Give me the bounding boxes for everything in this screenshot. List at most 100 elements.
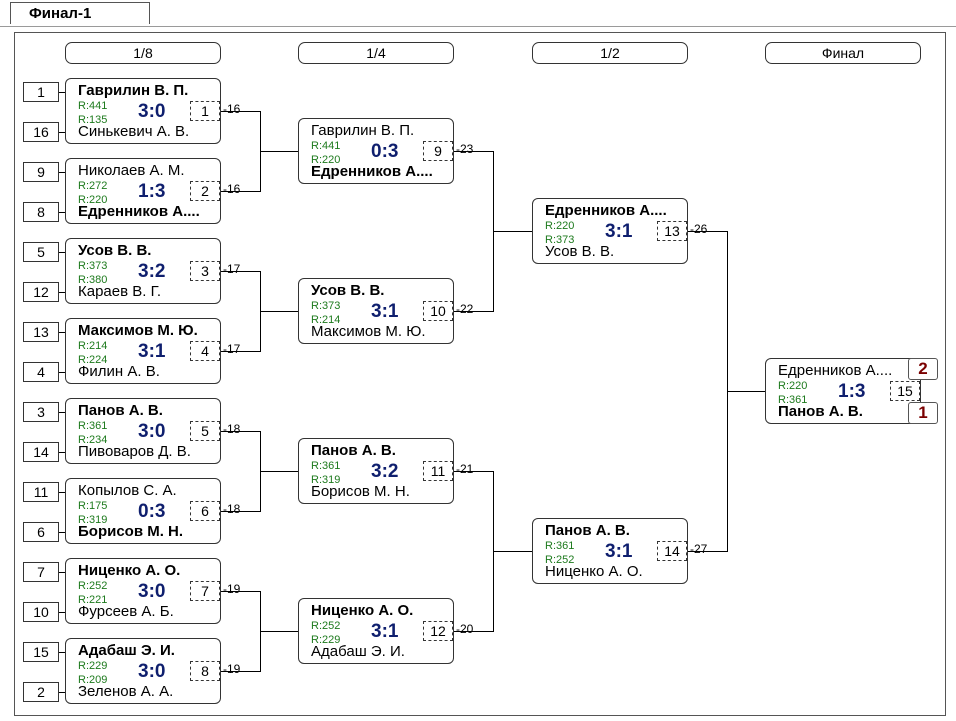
connector-line <box>221 511 260 512</box>
match-number[interactable]: 1 <box>190 101 220 121</box>
match-number[interactable]: 15 <box>890 381 920 401</box>
connector-line <box>688 551 727 552</box>
match-score: 3:0 <box>138 581 166 602</box>
player-bottom-name: Адабаш Э. И. <box>311 643 405 660</box>
connector-line <box>259 311 298 312</box>
connector-line <box>454 471 493 472</box>
match-score: 3:1 <box>605 541 633 562</box>
connector-line <box>454 311 493 312</box>
tab-final-1[interactable]: Финал-1 <box>10 2 150 24</box>
match-number[interactable]: 2 <box>190 181 220 201</box>
player-bottom-name: Пивоваров Д. В. <box>78 443 191 460</box>
seed-number: 10 <box>23 602 59 622</box>
loser-next-match: -16 <box>223 102 241 116</box>
loser-next-match: -18 <box>223 502 241 516</box>
match-score: 0:3 <box>371 141 399 162</box>
player-top-rating: R:361 <box>545 540 575 552</box>
loser-next-match: -17 <box>223 342 241 356</box>
loser-next-match: -22 <box>456 302 474 316</box>
connector-line <box>59 412 65 413</box>
player-bottom-rating: R:220 <box>78 194 108 206</box>
connector-line <box>59 372 65 373</box>
player-top-name: Ниценко А. О. <box>311 602 414 619</box>
match-score: 3:1 <box>138 341 166 362</box>
player-bottom-rating: R:214 <box>311 314 341 326</box>
match-number[interactable]: 11 <box>423 461 453 481</box>
connector-line <box>259 471 298 472</box>
loser-next-match: -26 <box>690 222 708 236</box>
player-top-rating: R:220 <box>778 380 808 392</box>
match-number[interactable]: 5 <box>190 421 220 441</box>
player-top-rating: R:373 <box>78 260 108 272</box>
player-bottom-name: Едренников А.... <box>311 163 433 180</box>
loser-next-match: -18 <box>223 422 241 436</box>
seed-number: 5 <box>23 242 59 262</box>
player-top-rating: R:361 <box>311 460 341 472</box>
connector-line <box>221 671 260 672</box>
connector-line <box>221 111 260 112</box>
connector-line <box>59 452 65 453</box>
connector-line <box>59 692 65 693</box>
player-bottom-name: Фурсеев А. Б. <box>78 603 174 620</box>
loser-next-match: -19 <box>223 582 241 596</box>
player-bottom-rating: R:380 <box>78 274 108 286</box>
player-top-rating: R:214 <box>78 340 108 352</box>
loser-next-match: -27 <box>690 542 708 556</box>
connector-line <box>221 351 260 352</box>
player-top-name: Ниценко А. О. <box>78 562 181 579</box>
match-number[interactable]: 8 <box>190 661 220 681</box>
player-bottom-name: Борисов М. Н. <box>311 483 410 500</box>
player-top-rating: R:441 <box>311 140 341 152</box>
player-bottom-name: Борисов М. Н. <box>78 523 184 540</box>
loser-next-match: -16 <box>223 182 241 196</box>
connector-line <box>59 132 65 133</box>
match-number[interactable]: 7 <box>190 581 220 601</box>
match-number[interactable]: 6 <box>190 501 220 521</box>
match-number[interactable]: 13 <box>657 221 687 241</box>
seed-number: 13 <box>23 322 59 342</box>
player-bottom-rating: R:234 <box>78 434 108 446</box>
match-number[interactable]: 9 <box>423 141 453 161</box>
match-number[interactable]: 4 <box>190 341 220 361</box>
connector-line <box>221 191 260 192</box>
player-bottom-name: Караев В. Г. <box>78 283 162 300</box>
connector-line <box>221 271 260 272</box>
connector-line <box>59 532 65 533</box>
player-bottom-rating: R:361 <box>778 394 808 406</box>
player-top-name: Панов А. В. <box>545 522 630 539</box>
connector-line <box>493 231 532 232</box>
match-score: 3:1 <box>371 621 399 642</box>
match-score: 3:2 <box>138 261 166 282</box>
player-bottom-rating: R:252 <box>545 554 575 566</box>
match-number[interactable]: 12 <box>423 621 453 641</box>
match-number[interactable]: 14 <box>657 541 687 561</box>
place-badge: 2 <box>908 358 938 380</box>
player-bottom-rating: R:209 <box>78 674 108 686</box>
player-bottom-name: Ниценко А. О. <box>545 563 643 580</box>
loser-next-match: -20 <box>456 622 474 636</box>
player-top-name: Гаврилин В. П. <box>311 122 415 139</box>
connector-line <box>59 212 65 213</box>
connector-line <box>59 332 65 333</box>
player-bottom-rating: R:229 <box>311 634 341 646</box>
match-number[interactable]: 3 <box>190 261 220 281</box>
player-top-name: Панов А. В. <box>311 442 396 459</box>
player-top-name: Усов В. В. <box>78 242 152 259</box>
player-bottom-name: Синькевич А. В. <box>78 123 190 140</box>
match-number[interactable]: 10 <box>423 301 453 321</box>
